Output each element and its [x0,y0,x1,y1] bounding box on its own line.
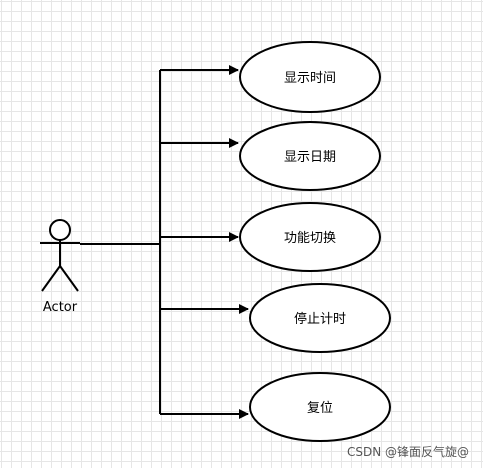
use-case-stop-timer[interactable]: 停止计时 [249,283,391,353]
actor-right-leg [59,265,79,292]
use-case-ellipse [249,283,391,353]
use-case-display-date[interactable]: 显示日期 [239,121,381,191]
use-case-ellipse [239,202,381,272]
watermark: CSDN @锋面反气旋@ [346,445,469,459]
use-case-label: 显示日期 [284,150,336,165]
use-case-label: 停止计时 [294,311,346,327]
use-case-display-time[interactable]: 显示时间 [239,41,381,113]
use-case-label: 复位 [307,401,333,416]
connectors [80,65,249,419]
actor-head [49,219,71,241]
use-case-ellipse [239,41,381,113]
use-case-ellipse [239,121,381,191]
use-case-ellipse [249,372,391,442]
actor-left-leg [41,265,61,292]
use-case-reset[interactable]: 复位 [249,372,391,442]
actor-label: Actor [43,300,78,315]
use-case-function-switch[interactable]: 功能切换 [239,202,381,272]
actor-figure[interactable] [40,219,80,292]
use-case-label: 功能切换 [284,231,336,246]
use-case-label: 显示时间 [284,71,336,86]
